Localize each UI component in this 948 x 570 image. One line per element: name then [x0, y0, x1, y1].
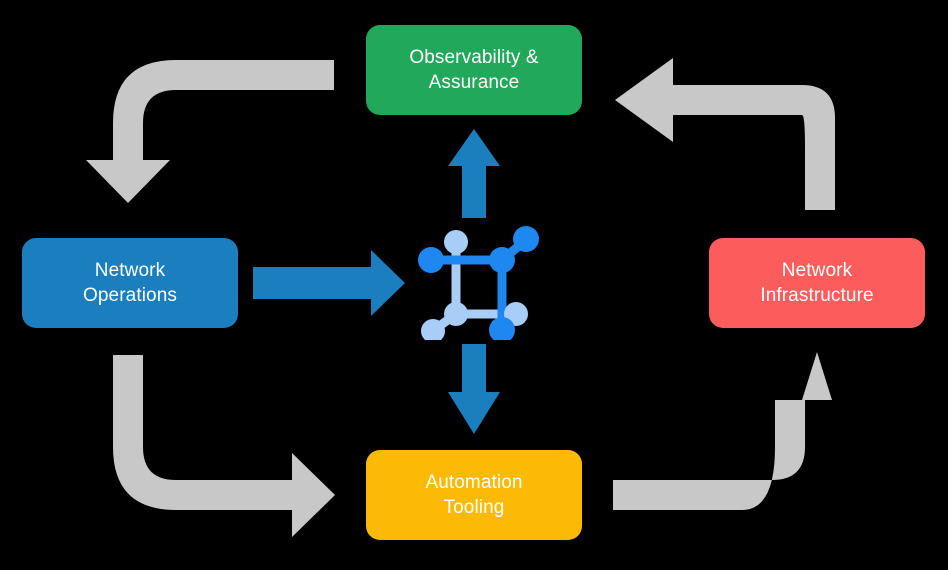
topology-nodes-secondary — [421, 230, 528, 343]
connector-observability-to-operations — [86, 60, 334, 203]
node-network-operations[interactable]: Network Operations — [22, 238, 238, 328]
node-observability-assurance[interactable]: Observability & Assurance — [366, 25, 582, 115]
node-label-automation-tooling: Automation Tooling — [425, 471, 523, 518]
node-automation-tooling[interactable]: Automation Tooling — [366, 450, 582, 540]
connector-automation-to-infrastructure — [613, 352, 832, 510]
node-label-observability: Observability & Assurance — [409, 46, 539, 93]
connector-center-to-observability — [448, 129, 500, 218]
network-topology-icon — [418, 218, 540, 343]
node-network-infrastructure[interactable]: Network Infrastructure — [709, 238, 925, 328]
connector-operations-to-center — [253, 250, 405, 316]
connector-center-to-automation — [448, 344, 500, 434]
connector-operations-to-automation — [113, 355, 335, 537]
connector-infrastructure-to-observability — [615, 58, 835, 210]
network-topology-svg — [418, 226, 539, 343]
node-label-network-operations: Network Operations — [83, 259, 177, 306]
topology-nodes-primary — [418, 226, 539, 343]
node-label-network-infrastructure: Network Infrastructure — [760, 259, 874, 306]
